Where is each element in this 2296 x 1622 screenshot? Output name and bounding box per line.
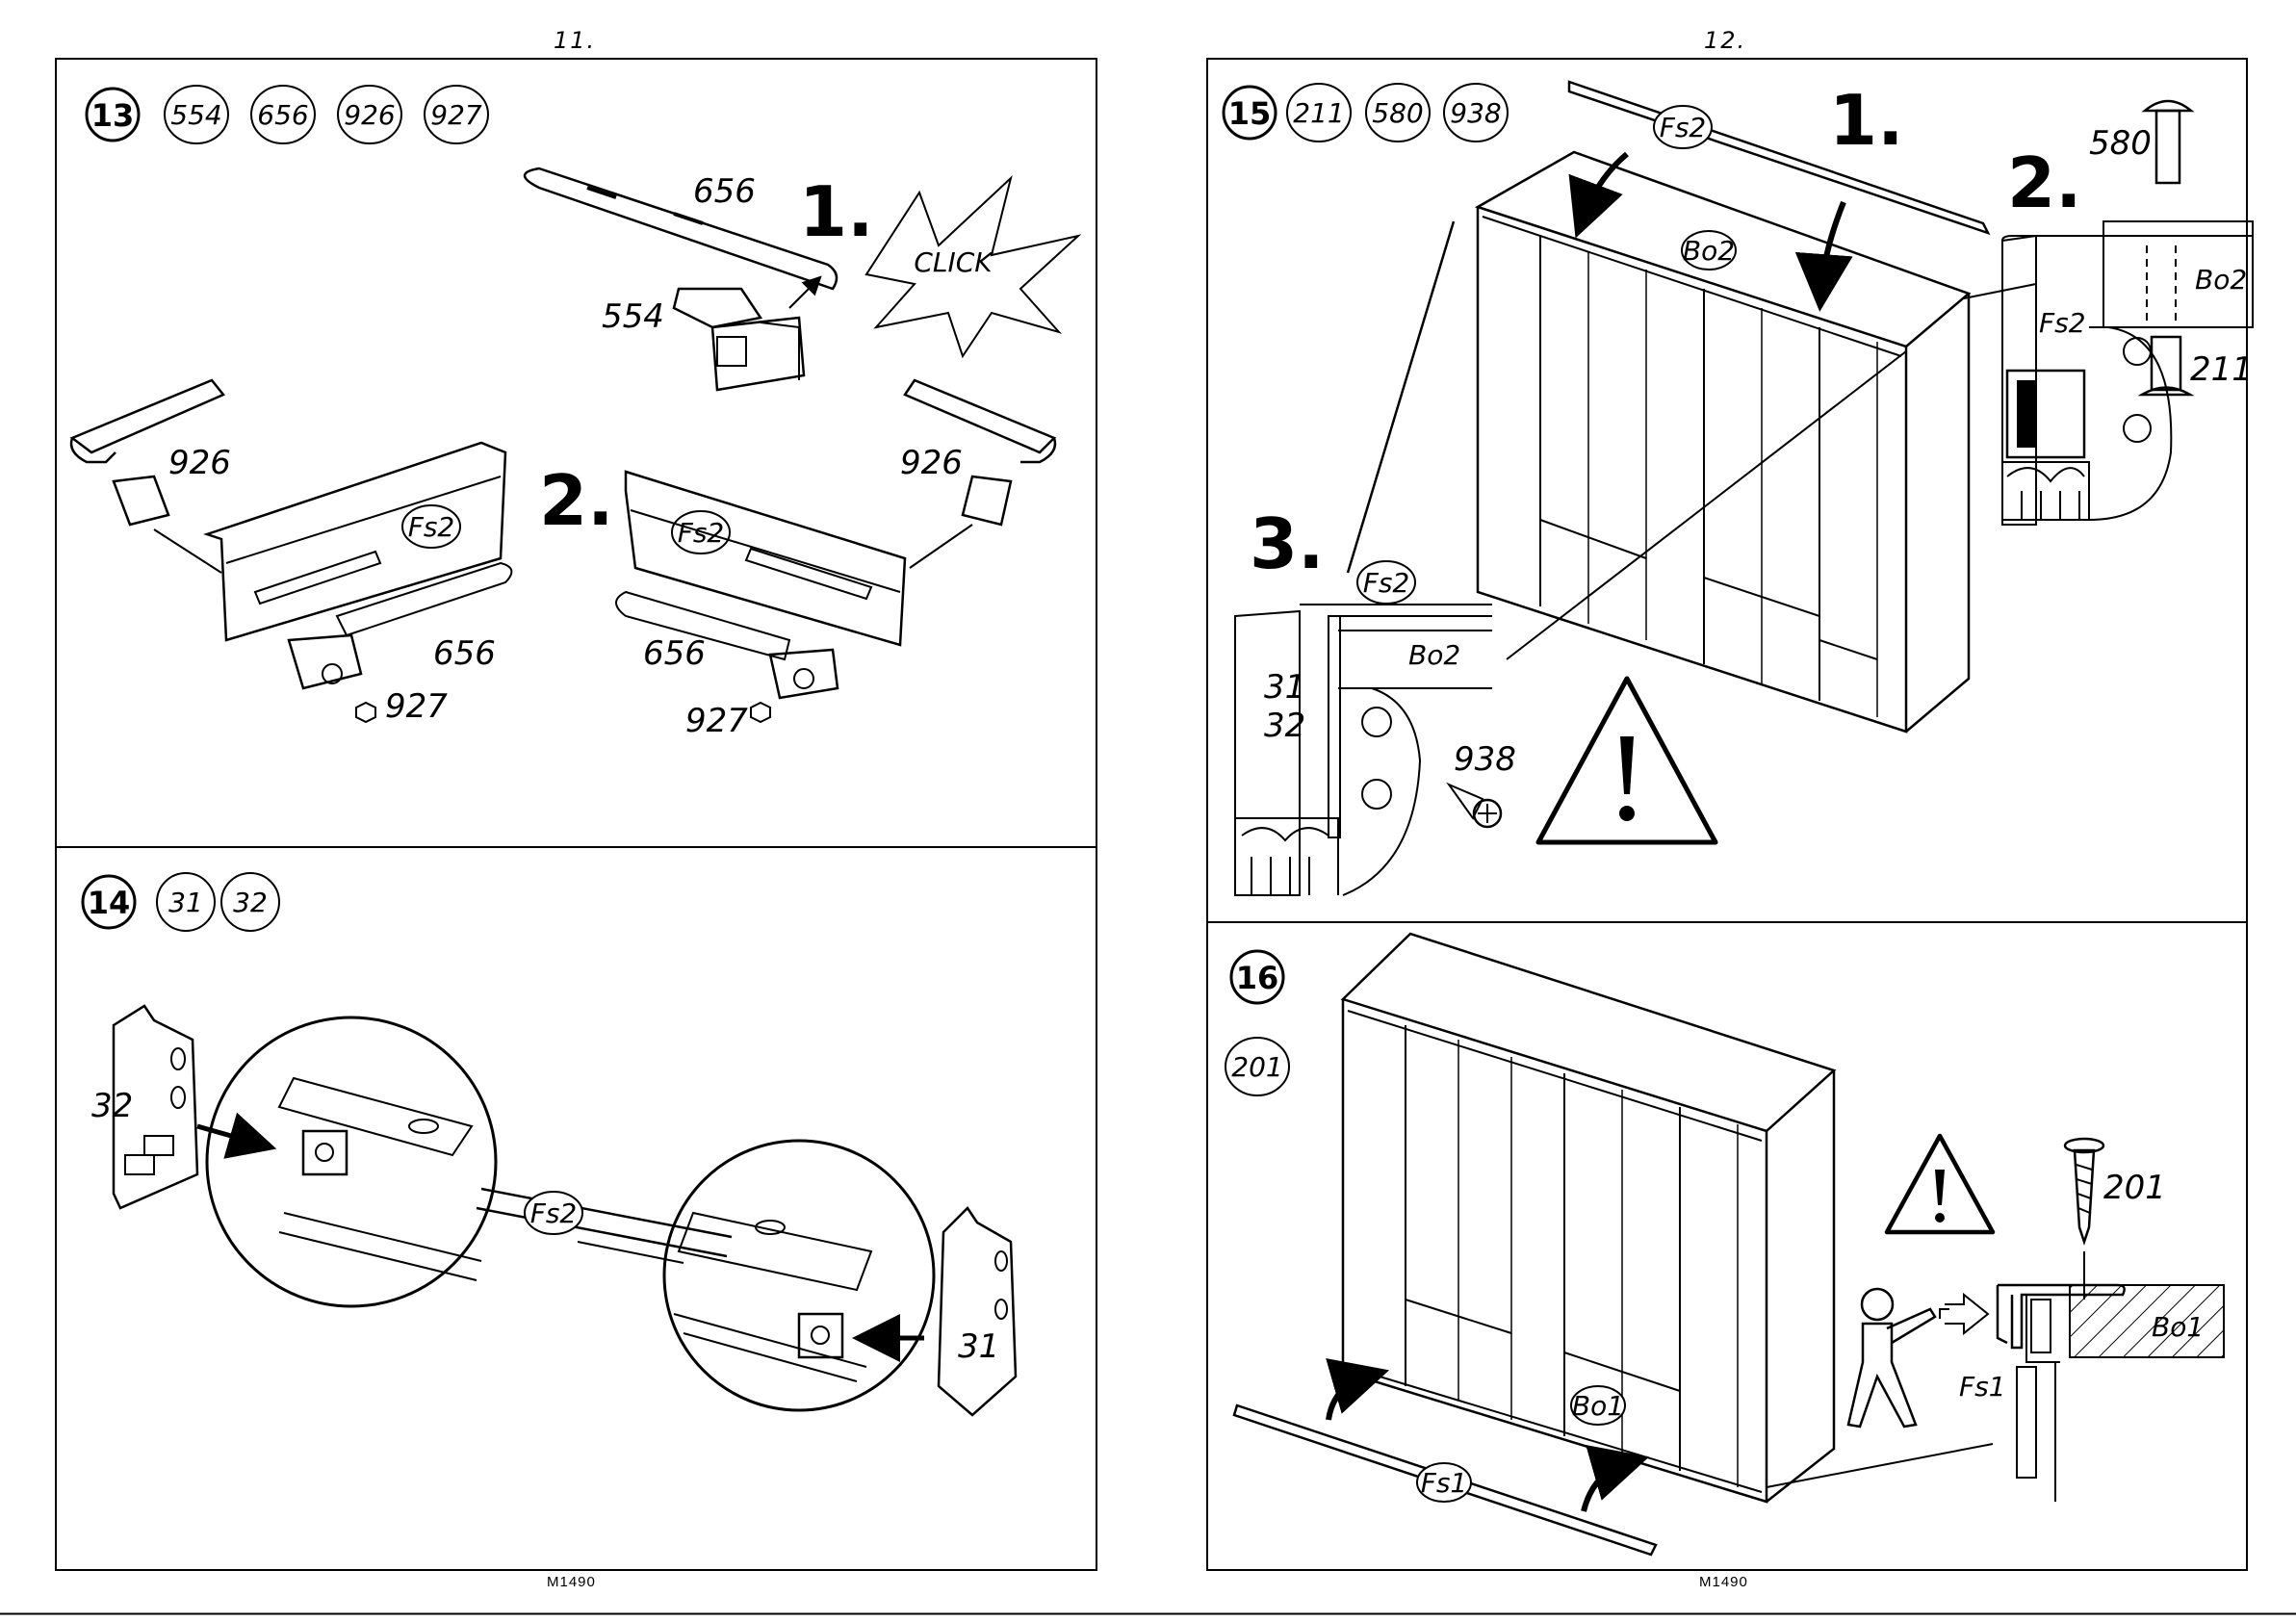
step-13-rail-clip-drawing: CLICK 1. 656 554 [525, 168, 1078, 390]
step-13-part-list: 554 656 926 927 [165, 86, 488, 143]
step-15-badge: 15 [1224, 87, 1276, 139]
step-16: 16 201 Bo1 [1225, 934, 2224, 1555]
step-15: 15 211 580 938 Fs2 1. [1224, 80, 2253, 895]
screw-201-label: 201 [2103, 1169, 2166, 1207]
profile-fs1-label: Fs1 [1421, 1467, 1468, 1499]
profile-fs2-long: Fs2 [477, 1189, 732, 1263]
step-15-sub-1: 1. [1829, 80, 1903, 161]
bracket-32-label: 32 [91, 1087, 133, 1125]
step-16-detail: 201 Bo1 Fs1 [1959, 1139, 2224, 1502]
step-13-sub-1: 1. [799, 171, 873, 252]
screw-938-label: 938 [1454, 740, 1516, 779]
detail-profile-fs1-label: Fs1 [1959, 1371, 2006, 1403]
nut-927-right-label: 927 [685, 702, 748, 740]
pin-580-label: 580 [2089, 124, 2152, 163]
step-13-badge: 13 [87, 89, 139, 141]
clip-554-label: 554 [602, 297, 664, 336]
part-656-label: 656 [257, 99, 308, 131]
step-16-number: 16 [1236, 960, 1279, 996]
bracket-31-drawing: 31 [871, 1208, 1016, 1415]
person-icon [1848, 1289, 1988, 1427]
rail-656-left-label: 656 [433, 634, 496, 673]
part-31-label: 31 [168, 887, 203, 918]
click-callout: CLICK [914, 246, 994, 278]
detail3-bracket-31-label: 31 [1264, 668, 1305, 707]
step-14-badge: 14 [83, 876, 135, 928]
step-13-left-assembly: Fs2 926 656 927 [71, 380, 511, 726]
key-926-right-label: 926 [900, 444, 963, 482]
rail-656-top-label: 656 [693, 172, 756, 211]
step-15-number: 15 [1228, 95, 1272, 132]
board-bo2-label: Bo2 [1683, 235, 1735, 267]
step-15-detail-2: 2. 580 Bo2 Fs2 211 [2002, 101, 2253, 525]
board-bo1-label: Bo1 [1572, 1390, 1624, 1422]
step-16-part-list: 201 [1225, 1038, 1289, 1095]
warning-triangle-icon [1538, 679, 1716, 842]
step-15-part-list: 211 580 938 [1287, 84, 1508, 142]
step-13: 13 554 656 926 927 CLICK 1. 656 554 [71, 86, 1078, 740]
step-13-number: 13 [91, 97, 135, 134]
bracket-32-drawing: 32 [91, 1006, 258, 1208]
bracket-31-label: 31 [958, 1327, 999, 1366]
rail-656-right-label: 656 [643, 634, 706, 673]
step-16-badge: 16 [1231, 951, 1283, 1003]
profile-fs2-left-label: Fs2 [408, 511, 455, 543]
step-13-right-assembly: Fs2 926 656 927 [616, 380, 1055, 740]
profile-fs2-label: Fs2 [530, 1197, 578, 1229]
step-15-sub-2: 2. [2007, 142, 2081, 223]
part-554-label: 554 [170, 99, 221, 131]
page-bottom-edge [0, 1612, 2296, 1615]
step-13-sub-2: 2. [539, 460, 613, 541]
zoom-circle-left [207, 1017, 496, 1306]
detail3-board-bo2-label: Bo2 [1408, 639, 1460, 671]
part-32-label: 32 [233, 887, 268, 918]
detail-profile-fs2-label: Fs2 [2039, 307, 2086, 339]
detail3-profile-fs2-label: Fs2 [1363, 567, 1410, 599]
detail-board-bo2-label: Bo2 [2195, 264, 2247, 296]
step-14: 14 31 32 32 [83, 873, 1016, 1415]
part-926-label: 926 [344, 99, 395, 131]
part-938-label: 938 [1450, 97, 1501, 129]
part-580-label: 580 [1372, 97, 1423, 129]
profile-fs2-top-label: Fs2 [1660, 112, 1707, 143]
key-926-left-label: 926 [168, 444, 231, 482]
zoom-circle-right [664, 1141, 934, 1410]
detail-board-bo1-label: Bo1 [2152, 1311, 2204, 1343]
step-15-sub-3: 3. [1250, 503, 1324, 584]
nut-927-left-label: 927 [385, 687, 448, 726]
part-211-label: 211 [1293, 97, 1344, 129]
step-14-number: 14 [88, 885, 131, 921]
detail3-bracket-32-label: 32 [1264, 707, 1305, 745]
step-15-detail-3: 3. Fs2 Bo2 31 32 938 [1235, 503, 1516, 895]
warning-triangle-icon-2 [1887, 1136, 1993, 1232]
screw-211-label: 211 [2190, 350, 2253, 389]
part-201-label: 201 [1231, 1051, 1282, 1083]
step-14-part-list: 31 32 [157, 873, 279, 931]
profile-fs2-right-label: Fs2 [678, 517, 725, 549]
part-927-label: 927 [430, 99, 482, 131]
